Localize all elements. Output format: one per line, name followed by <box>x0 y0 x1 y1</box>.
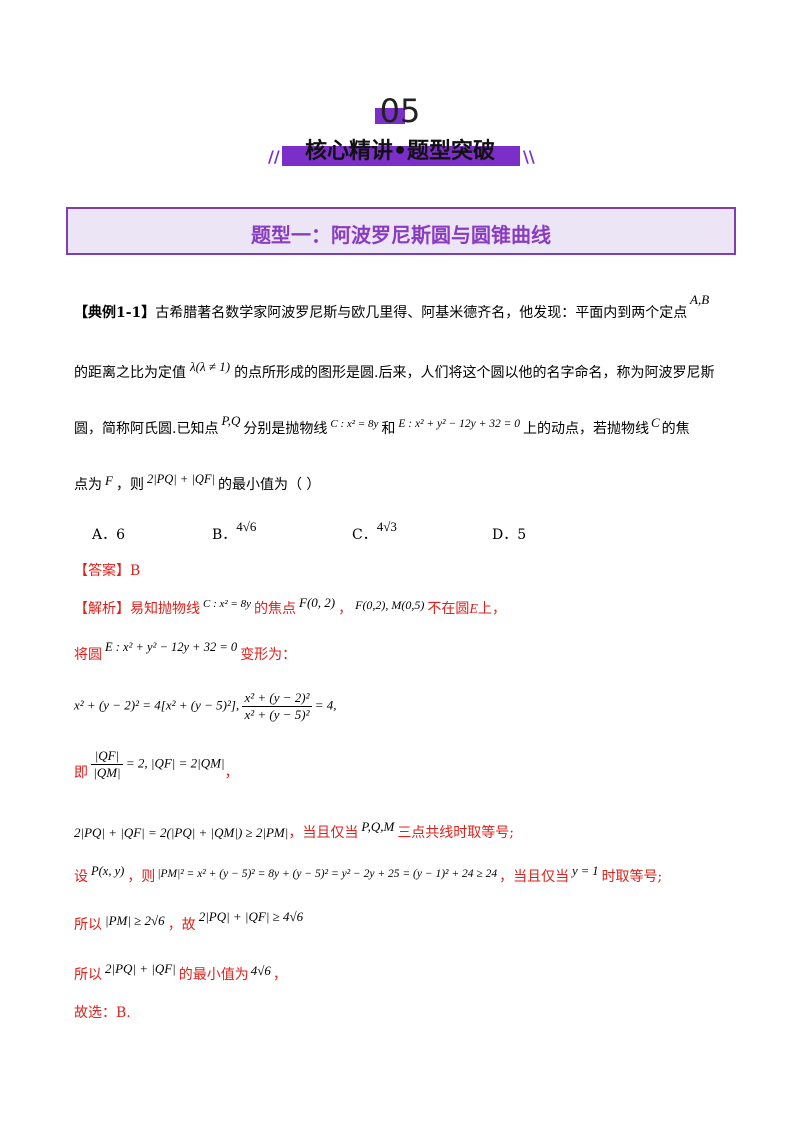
parabola-C: C : x² = 8y <box>330 418 379 430</box>
analysis-conclusion: 故选：B. <box>74 1005 131 1021</box>
fraction-qf-qm: |QF||QM| <box>91 748 123 780</box>
lambda-expr: λ(λ ≠ 1) <box>190 359 231 374</box>
analysis-line-4: 即 |QF||QM| = 2, |QF| = 2|QM|， <box>74 748 239 782</box>
answer-value: B <box>130 563 141 579</box>
section-number: 05 <box>379 92 421 130</box>
analysis-tag: 【解析】 <box>74 601 130 617</box>
points-AB: A,B <box>690 292 710 307</box>
example-tag: 【典例1-1】 <box>74 305 156 321</box>
section-number-underline <box>375 108 405 124</box>
answer-line: 【答案】B <box>74 560 140 580</box>
circle-E: E : x² + y² − 12y + 32 = 0 <box>398 418 520 430</box>
subtitle-highlight <box>282 146 520 166</box>
option-d[interactable]: D．5 <box>492 527 527 543</box>
option-c[interactable]: C．4√3 <box>352 519 397 543</box>
analysis-line-5: 2|PQ| + |QF| = 2(|PQ| + |QM|) ≥ 2|PM|，当且… <box>74 819 515 841</box>
section-subtitle: 核心精讲•题型突破 <box>304 139 496 164</box>
example-line-1: 【典例1-1】古希腊著名数学家阿波罗尼斯与欧几里得、阿基米德齐名，他发现：平面内… <box>74 305 688 321</box>
decor-slash-right: \\ <box>523 147 535 166</box>
decor-slash-left: // <box>268 147 280 166</box>
analysis-line-7: 所以|PM| ≥ 2√6，故2|PQ| + |QF| ≥ 4√6 <box>74 909 304 933</box>
topic-title-box <box>66 207 736 255</box>
option-a[interactable]: A．6 <box>92 527 126 543</box>
expr-2PQ-QF: 2|PQ| + |QF| <box>146 472 215 486</box>
analysis-line-3: x² + (y − 2)² = 4[x² + (y − 5)²], x² + (… <box>74 690 337 722</box>
points-PQ: P,Q <box>221 413 241 428</box>
topic-title: 题型一：阿波罗尼斯圆与圆锥曲线 <box>251 223 551 247</box>
option-b[interactable]: B．4√6 <box>212 519 257 543</box>
answer-tag: 【答案】 <box>74 563 130 579</box>
